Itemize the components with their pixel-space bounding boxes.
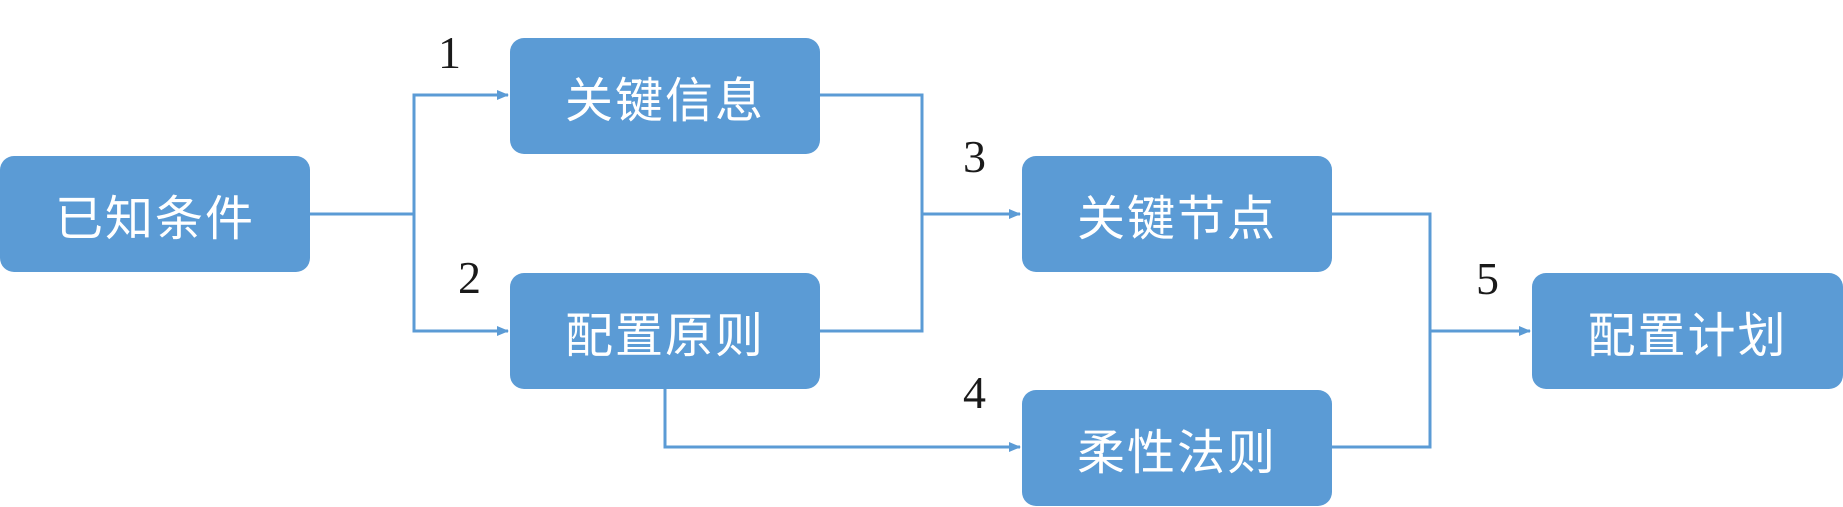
- connector-principles-to-flexible: [663, 386, 1021, 452]
- connector-flexible-to-merge: [1330, 331, 1432, 449]
- node-configuration-principles-label: 配置原则: [564, 308, 765, 364]
- node-key-information-label: 关键信息: [564, 73, 765, 129]
- step-label-4: 4: [963, 367, 986, 418]
- connector-split-to-principles: [412, 214, 509, 336]
- node-key-information: 关键信息: [510, 38, 820, 154]
- connector-key-nodes-to-merge: [1330, 212, 1432, 331]
- node-key-nodes-label: 关键节点: [1076, 191, 1277, 247]
- connector-split-to-key-info: [412, 90, 509, 214]
- node-flexible-rules-label: 柔性法则: [1076, 425, 1277, 481]
- step-label-1: 1: [438, 27, 461, 78]
- node-flexible-rules: 柔性法则: [1022, 390, 1332, 506]
- node-configuration-principles: 配置原则: [510, 273, 820, 389]
- node-known-conditions: 已知条件: [0, 156, 310, 272]
- node-configuration-plan-label: 配置计划: [1587, 308, 1788, 364]
- connector-principles-to-merge: [818, 214, 924, 333]
- step-label-5: 5: [1476, 253, 1499, 304]
- step-label-2: 2: [458, 252, 481, 303]
- step-label-3: 3: [963, 131, 986, 182]
- node-configuration-plan: 配置计划: [1532, 273, 1843, 389]
- connector-key-info-to-merge: [818, 93, 924, 214]
- node-key-nodes: 关键节点: [1022, 156, 1332, 272]
- node-known-conditions-label: 已知条件: [54, 191, 255, 247]
